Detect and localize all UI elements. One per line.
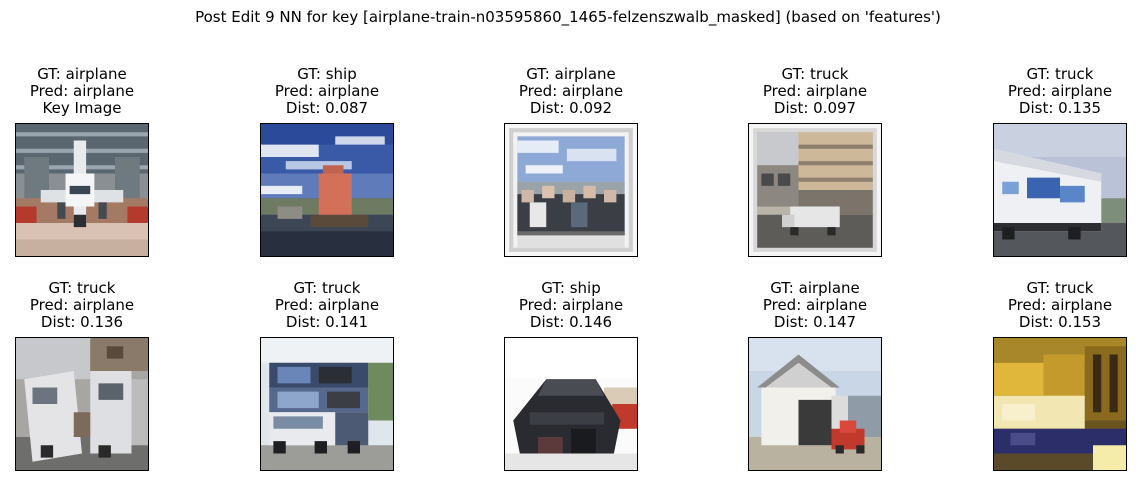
panel-caption: GT: ship Pred: airplane Dist: 0.087 [220, 66, 434, 117]
figure-title: Post Edit 9 NN for key [airplane-train-n… [195, 8, 941, 26]
panel-caption: GT: ship Pred: airplane Dist: 0.146 [464, 280, 678, 331]
info-label: Dist: 0.146 [529, 313, 613, 331]
gt-label: GT: truck [293, 279, 361, 297]
panel-caption: GT: truck Pred: airplane Dist: 0.141 [220, 280, 434, 331]
info-label: Dist: 0.147 [773, 313, 857, 331]
info-label: Dist: 0.092 [529, 99, 613, 117]
info-label: Dist: 0.136 [40, 313, 124, 331]
panel-caption: GT: airplane Pred: airplane Dist: 0.092 [464, 66, 678, 117]
pred-label: Pred: airplane [29, 82, 135, 100]
gt-label: GT: airplane [37, 65, 127, 83]
thumbnail-image [504, 123, 638, 257]
gt-label: GT: truck [781, 65, 849, 83]
yellow-train-interior-image [994, 338, 1126, 470]
thumbnail-image [748, 337, 882, 471]
framed-photo-group-of-people-image [505, 124, 637, 256]
pred-label: Pred: airplane [762, 82, 868, 100]
panel-caption: GT: airplane Pred: airplane Key Image [0, 66, 189, 117]
gt-label: GT: ship [541, 279, 601, 297]
thumbnail-image [260, 123, 394, 257]
panel-caption: GT: truck Pred: airplane Dist: 0.136 [0, 280, 189, 331]
pred-label: Pred: airplane [762, 296, 868, 314]
pred-label: Pred: airplane [1007, 82, 1113, 100]
pred-label: Pred: airplane [518, 82, 624, 100]
pred-label: Pred: airplane [274, 82, 380, 100]
pred-label: Pred: airplane [29, 296, 135, 314]
gt-label: GT: airplane [770, 279, 860, 297]
thumbnail-image [504, 337, 638, 471]
info-label: Key Image [42, 99, 122, 117]
thumbnail-image [260, 337, 394, 471]
framed-photo-building-and-truck-image [749, 124, 881, 256]
thumbnail-image [993, 337, 1127, 471]
info-label: Dist: 0.097 [773, 99, 857, 117]
car-carrier-truck-image [261, 338, 393, 470]
info-label: Dist: 0.153 [1018, 313, 1102, 331]
gt-label: GT: airplane [526, 65, 616, 83]
pred-label: Pred: airplane [518, 296, 624, 314]
gt-label: GT: truck [1026, 279, 1094, 297]
white-semi-trailer-image [994, 124, 1126, 256]
airplane-at-terminal-image [16, 124, 148, 256]
white-hangar-red-vehicle-image [749, 338, 881, 470]
pred-label: Pred: airplane [1007, 296, 1113, 314]
panel-caption: GT: truck Pred: airplane Dist: 0.153 [953, 280, 1136, 331]
thumbnail-image [15, 337, 149, 471]
dark-vessel-white-background-image [505, 338, 637, 470]
thumbnail-image [748, 123, 882, 257]
panel-caption: GT: truck Pred: airplane Dist: 0.097 [708, 66, 922, 117]
thumbnail-image [993, 123, 1127, 257]
info-label: Dist: 0.135 [1018, 99, 1102, 117]
gt-label: GT: ship [297, 65, 357, 83]
gt-label: GT: truck [48, 279, 116, 297]
panel-caption: GT: truck Pred: airplane Dist: 0.135 [953, 66, 1136, 117]
thumbnail-image [15, 123, 149, 257]
info-label: Dist: 0.141 [285, 313, 369, 331]
gt-label: GT: truck [1026, 65, 1094, 83]
sailboat-blue-sky-image [261, 124, 393, 256]
panel-caption: GT: airplane Pred: airplane Dist: 0.147 [708, 280, 922, 331]
pred-label: Pred: airplane [274, 296, 380, 314]
white-vans-street-image [16, 338, 148, 470]
info-label: Dist: 0.087 [285, 99, 369, 117]
